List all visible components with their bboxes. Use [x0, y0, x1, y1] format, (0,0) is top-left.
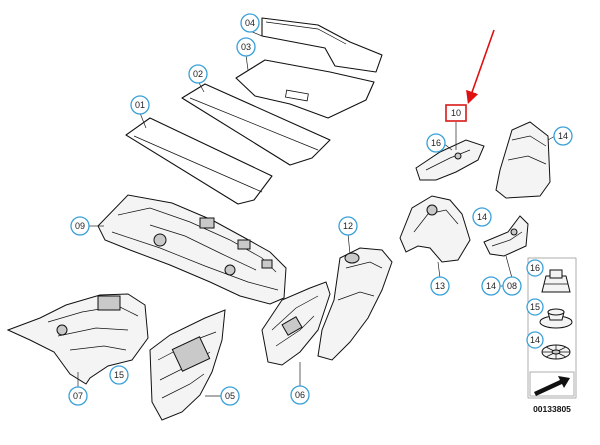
- svg-text:01: 01: [135, 100, 145, 110]
- callout-03[interactable]: 03: [236, 37, 256, 57]
- svg-text:10: 10: [451, 108, 461, 118]
- callout-14-upper[interactable]: 14: [553, 126, 573, 146]
- part-01-shape[interactable]: [125, 117, 273, 205]
- svg-text:12: 12: [343, 221, 353, 231]
- part-13-shape[interactable]: [399, 195, 471, 263]
- part-07-shape[interactable]: [6, 293, 149, 385]
- callout-10[interactable]: 10: [451, 108, 461, 118]
- svg-text:02: 02: [193, 69, 203, 79]
- callout-02[interactable]: 02: [188, 64, 208, 84]
- callout-07[interactable]: 07: [68, 386, 88, 406]
- reference-number: 00133805: [533, 404, 571, 414]
- svg-text:15: 15: [114, 370, 124, 380]
- svg-text:14: 14: [477, 212, 487, 222]
- svg-text:14: 14: [558, 131, 568, 141]
- part-03-shape[interactable]: [235, 59, 375, 119]
- legend-clip-15-shape: [539, 308, 573, 329]
- svg-text:04: 04: [245, 18, 255, 28]
- svg-text:14: 14: [530, 335, 540, 345]
- callout-14-middle[interactable]: 14: [472, 207, 492, 227]
- callout-13[interactable]: 13: [430, 276, 450, 296]
- svg-text:09: 09: [75, 221, 85, 231]
- svg-text:13: 13: [435, 281, 445, 291]
- callout-08[interactable]: 08: [502, 276, 522, 296]
- svg-text:05: 05: [225, 391, 235, 401]
- legend-callout-14[interactable]: 14: [526, 331, 544, 349]
- svg-text:03: 03: [241, 42, 251, 52]
- callout-15[interactable]: 15: [109, 365, 129, 385]
- legend-nut-16-shape: [541, 269, 571, 293]
- svg-text:16: 16: [530, 263, 540, 273]
- svg-text:16: 16: [431, 138, 441, 148]
- callout-12[interactable]: 12: [338, 216, 358, 236]
- callout-04[interactable]: 04: [240, 13, 260, 33]
- part-09-shape[interactable]: [97, 194, 287, 305]
- part-04-shape[interactable]: [261, 17, 383, 73]
- callout-06[interactable]: 06: [290, 385, 310, 405]
- callout-09[interactable]: 09: [70, 216, 90, 236]
- callout-01[interactable]: 01: [130, 95, 150, 115]
- part-12-shape[interactable]: [317, 247, 393, 361]
- part-05-shape[interactable]: [149, 309, 226, 421]
- callout-05[interactable]: 05: [220, 386, 240, 406]
- svg-text:15: 15: [530, 302, 540, 312]
- svg-text:07: 07: [73, 391, 83, 401]
- callout-16[interactable]: 16: [426, 133, 446, 153]
- legend-rivet-14-shape: [541, 344, 571, 360]
- svg-text:06: 06: [295, 390, 305, 400]
- svg-text:08: 08: [507, 281, 517, 291]
- pointer-arrow: [466, 29, 495, 105]
- legend-callout-16[interactable]: 16: [526, 259, 544, 277]
- direction-arrow-icon: [529, 371, 575, 397]
- legend-callout-15[interactable]: 15: [526, 298, 544, 316]
- part-06-shape[interactable]: [261, 281, 331, 366]
- part-14-block-shape[interactable]: [495, 121, 551, 199]
- part-10-shape[interactable]: [415, 139, 485, 181]
- part-08-shape[interactable]: [483, 215, 529, 257]
- callout-14-lower[interactable]: 14: [481, 276, 501, 296]
- highlight-box: [445, 104, 467, 122]
- legend-box: [527, 257, 577, 399]
- svg-text:14: 14: [486, 281, 496, 291]
